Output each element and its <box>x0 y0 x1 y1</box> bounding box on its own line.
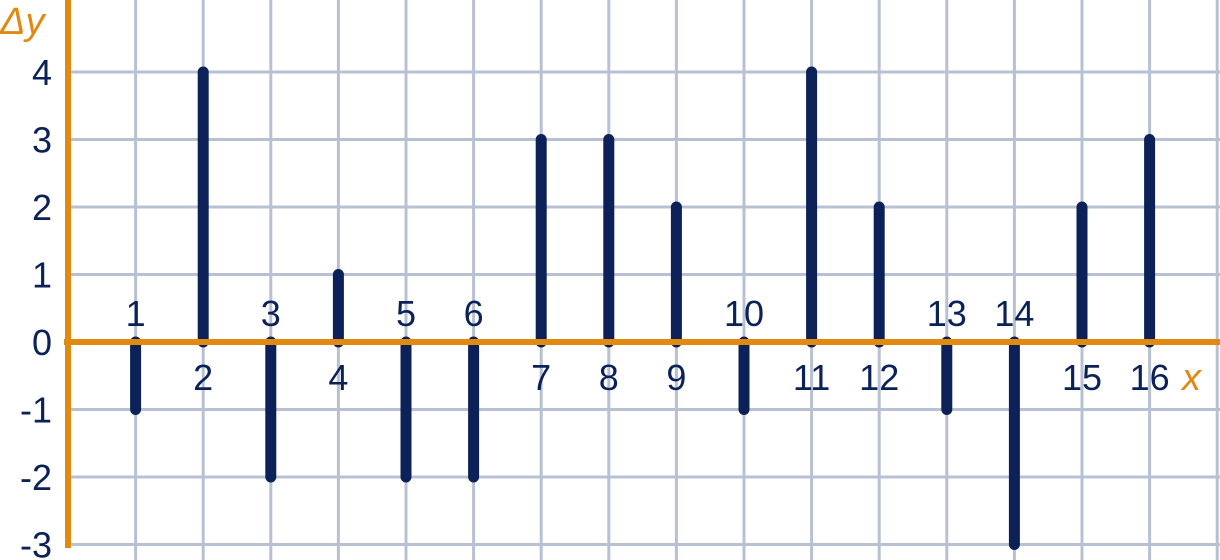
y-tick-labels: 4 3 2 1 0 -1 -2 -3 <box>20 52 52 560</box>
x-axis-title: x <box>1180 357 1203 399</box>
bar-label: 3 <box>261 293 281 334</box>
bar-label: 5 <box>396 293 416 334</box>
bar-label: 4 <box>328 357 348 398</box>
axes <box>64 0 1220 548</box>
y-tick-label: 0 <box>32 322 52 363</box>
bar-label: 16 <box>1130 357 1170 398</box>
y-tick-label: 3 <box>32 120 52 161</box>
bar-label: 11 <box>793 357 830 398</box>
bar-label: 8 <box>599 357 619 398</box>
y-tick-label: 4 <box>32 52 52 93</box>
bar-label: 9 <box>666 357 686 398</box>
bar-label: 12 <box>859 357 899 398</box>
bar-label: 10 <box>724 293 764 334</box>
y-tick-label: 2 <box>32 187 52 228</box>
y-tick-label: 1 <box>32 255 52 296</box>
bar-label: 1 <box>126 293 146 334</box>
bars <box>130 66 1156 550</box>
bar-label: 15 <box>1062 357 1102 398</box>
grid <box>68 0 1220 560</box>
y-tick-label: -3 <box>20 525 52 560</box>
bar-label: 7 <box>531 357 551 398</box>
bar-label: 14 <box>994 293 1034 334</box>
bar-label: 6 <box>464 293 484 334</box>
bar-label: 2 <box>193 357 213 398</box>
bar-label: 13 <box>927 293 967 334</box>
y-tick-label: -2 <box>20 457 52 498</box>
y-tick-label: -1 <box>20 390 52 431</box>
y-axis-title: Δy <box>0 1 46 43</box>
